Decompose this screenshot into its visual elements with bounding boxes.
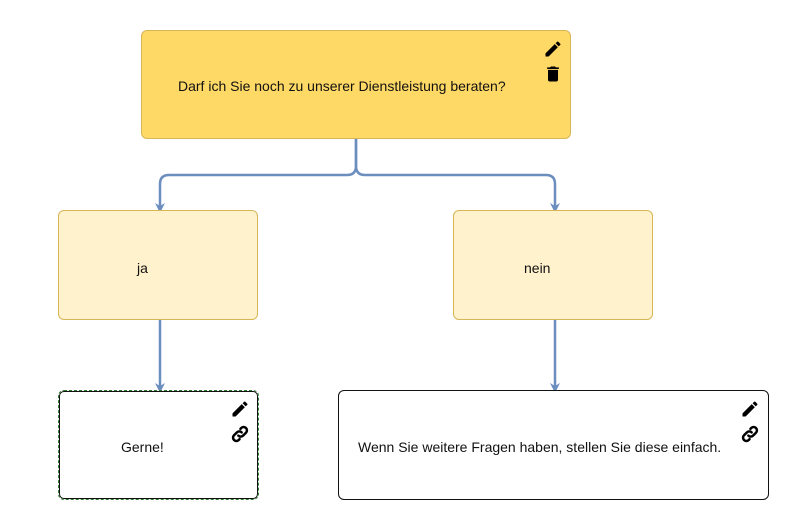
link-icon[interactable] xyxy=(230,424,250,444)
pencil-icon[interactable] xyxy=(740,399,760,419)
answer-text: ja xyxy=(137,260,148,276)
pencil-icon[interactable] xyxy=(230,399,250,419)
response-node-ja[interactable]: Gerne! xyxy=(58,390,259,500)
response-text: Wenn Sie weitere Fragen haben, stellen S… xyxy=(358,439,722,455)
answer-node-nein[interactable]: nein xyxy=(453,210,653,320)
trash-icon[interactable] xyxy=(543,64,563,84)
link-icon[interactable] xyxy=(740,424,760,444)
pencil-icon[interactable] xyxy=(543,39,563,59)
edge-question-to-nein xyxy=(354,139,560,213)
edge-question-to-ja xyxy=(155,139,358,213)
question-node[interactable]: Darf ich Sie noch zu unserer Dienstleist… xyxy=(141,30,571,139)
answer-text: nein xyxy=(524,260,551,276)
question-text: Darf ich Sie noch zu unserer Dienstleist… xyxy=(178,78,506,94)
response-text: Gerne! xyxy=(121,439,164,455)
answer-node-ja[interactable]: ja xyxy=(58,210,258,320)
response-node-nein[interactable]: Wenn Sie weitere Fragen haben, stellen S… xyxy=(338,390,769,500)
